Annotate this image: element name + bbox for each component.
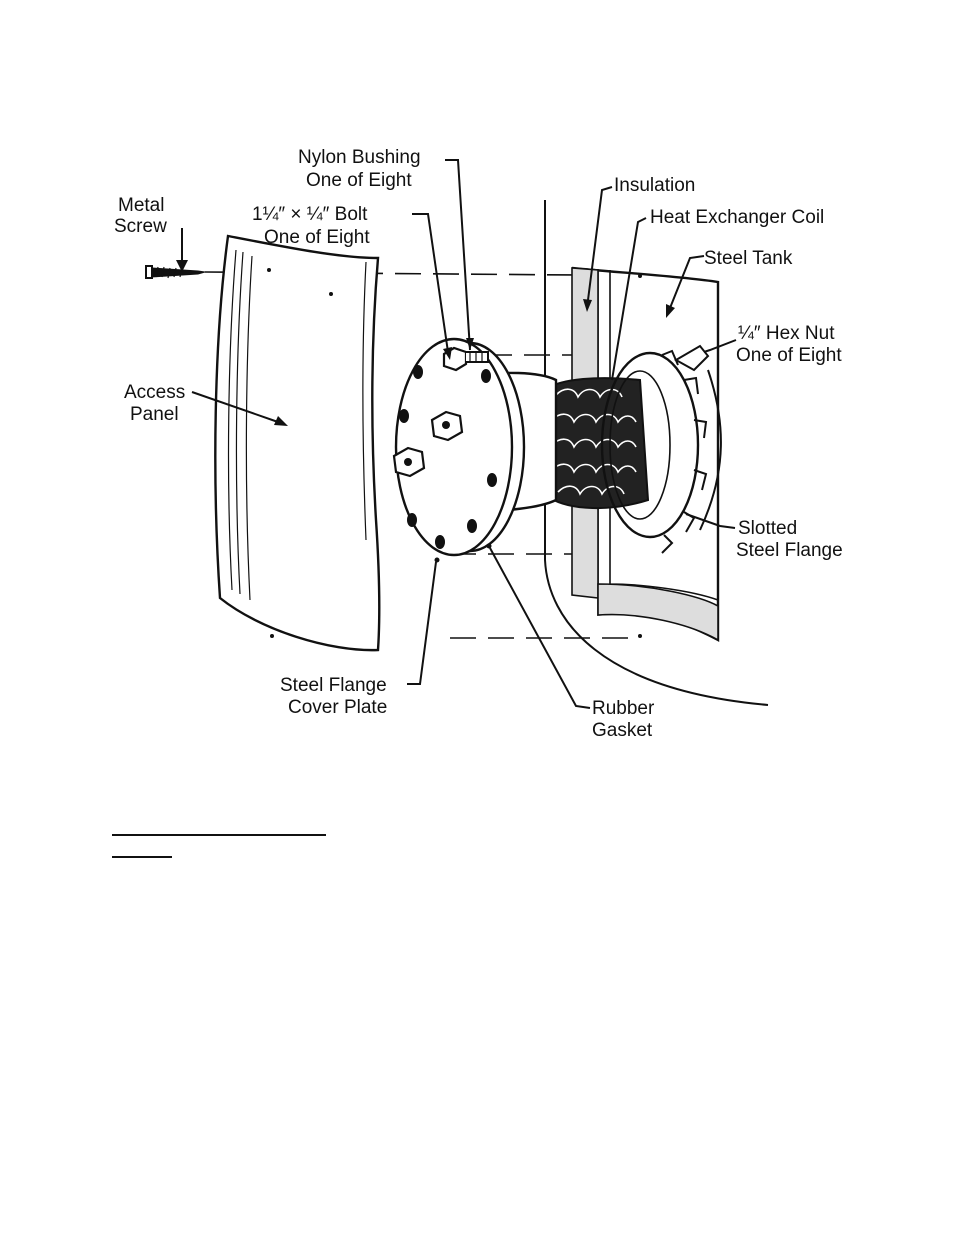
label-access-panel-line2: Panel [130, 404, 179, 425]
label-metal-screw-line2: Screw [114, 216, 167, 237]
blank-rule-short [112, 856, 172, 858]
label-heat-exchanger-coil: Heat Exchanger Coil [650, 207, 824, 228]
access-panel-part [215, 236, 379, 650]
label-slotted-flange-line2: Steel Flange [736, 540, 843, 561]
blank-rule-long [112, 834, 326, 836]
label-steel-tank: Steel Tank [704, 248, 793, 269]
label-insulation: Insulation [614, 175, 695, 196]
label-nylon-bushing-line2: One of Eight [306, 170, 412, 191]
label-slotted-flange-line1: Slotted [738, 518, 797, 539]
label-rubber-gasket-line1: Rubber [592, 698, 655, 719]
label-hex-nut-line1: ¼″ Hex Nut [738, 323, 835, 344]
heat-exchanger-coil-part [545, 378, 648, 508]
label-bolt-line2: One of Eight [264, 227, 370, 248]
label-bolt-line1: 1¼″ × ¼″ Bolt [252, 204, 368, 225]
metal-screw-part [146, 266, 205, 278]
label-nylon-bushing-line1: Nylon Bushing [298, 147, 421, 168]
label-metal-screw-line1: Metal [118, 195, 164, 216]
label-cover-plate-line1: Steel Flange [280, 675, 387, 696]
label-rubber-gasket-line2: Gasket [592, 720, 653, 741]
label-cover-plate-line2: Cover Plate [288, 697, 387, 718]
label-access-panel-line1: Access [124, 382, 185, 403]
steel-flange-cover-plate-part [394, 339, 524, 555]
label-hex-nut-line2: One of Eight [736, 345, 842, 366]
